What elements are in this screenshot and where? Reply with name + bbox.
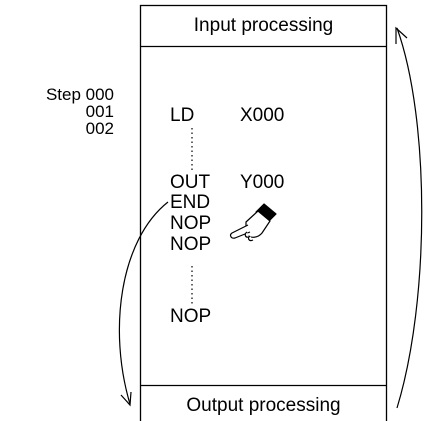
return-to-input-arrowhead <box>395 26 408 44</box>
input-processing-label: Input processing <box>193 15 334 36</box>
instruction-ld: LD <box>170 105 195 126</box>
instruction-nop: NOP <box>170 213 212 234</box>
program-frame <box>139 4 388 421</box>
instruction-nop: NOP <box>170 234 212 255</box>
end-to-output-arrow <box>118 201 169 405</box>
pointing-hand-icon <box>229 203 277 242</box>
return-to-input-arrow <box>396 27 423 409</box>
step-number: 001 <box>85 102 114 121</box>
operand-y000: Y000 <box>240 172 285 193</box>
end-to-output-arrowhead <box>120 391 132 407</box>
instruction-end: END <box>170 192 211 213</box>
operand-x000: X000 <box>240 105 285 126</box>
step-number: Step 000 <box>45 85 114 104</box>
output-processing-label: Output processing <box>186 395 341 416</box>
instruction-out: OUT <box>170 172 211 193</box>
instruction-nop: NOP <box>170 306 212 327</box>
step-number: 002 <box>85 119 114 138</box>
step-numbers: Step 000 001 002 <box>14 86 114 137</box>
